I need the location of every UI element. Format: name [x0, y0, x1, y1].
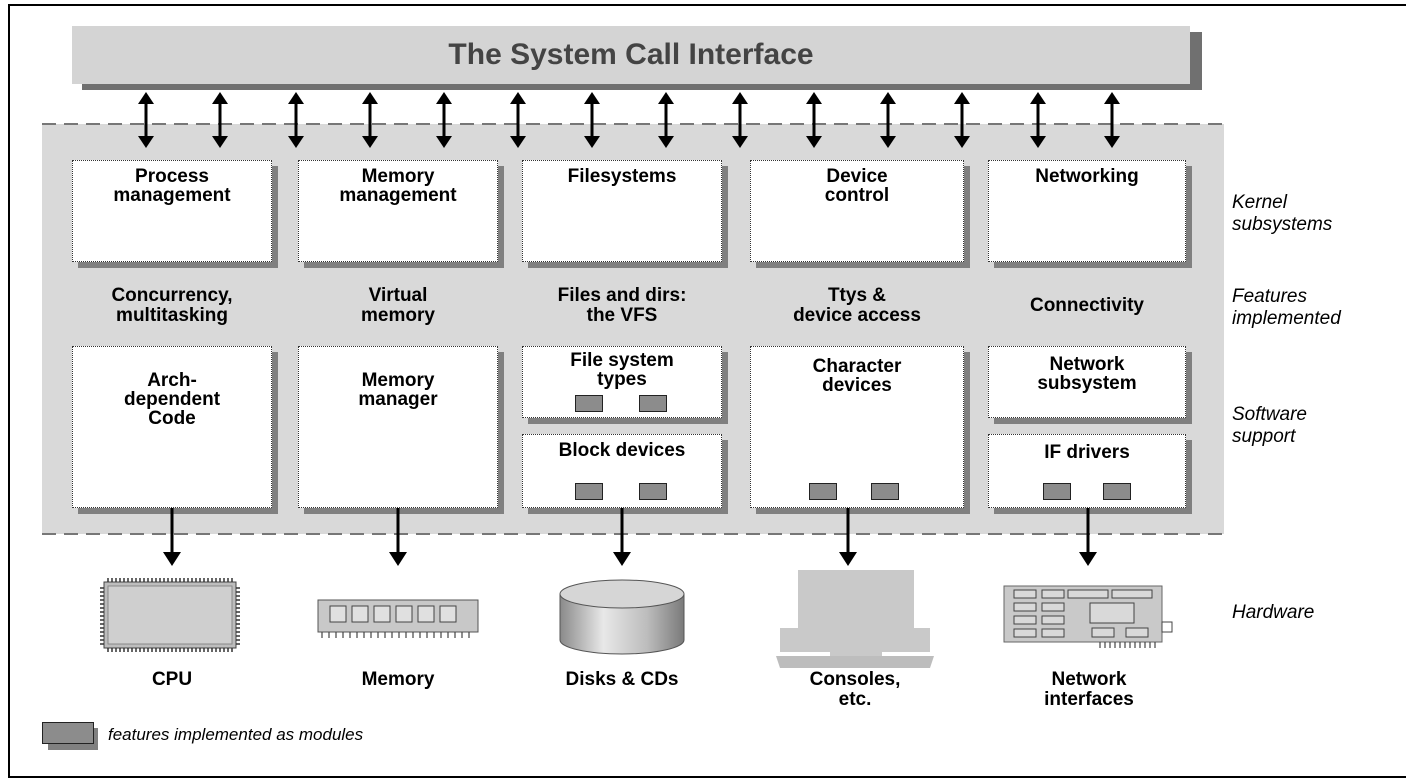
system-call-interface-bar: The System Call Interface	[72, 26, 1190, 84]
double-arrow-icon	[954, 92, 970, 148]
side-label-features: Features implemented	[1232, 286, 1341, 329]
networking-label: Networking	[1035, 166, 1139, 187]
file-system-types-label: File system types	[570, 350, 674, 390]
memory-module-icon	[317, 599, 479, 638]
arch-dependent-code-label: Arch- dependent Code	[123, 370, 221, 429]
feature-connectivity: Connectivity	[1029, 295, 1145, 316]
filesystems-box: Filesystems	[522, 160, 722, 262]
filesystems-label: Filesystems	[567, 166, 677, 187]
character-devices-box: Character devices	[750, 346, 964, 508]
block-devices-box: Block devices	[522, 434, 722, 508]
cpu-icon	[100, 578, 240, 652]
module-icon	[575, 483, 603, 500]
module-icon	[639, 395, 667, 412]
hardware-memory-label: Memory	[361, 669, 435, 690]
double-arrow-icon	[1030, 92, 1046, 148]
module-icon	[1103, 483, 1131, 500]
double-arrow-icon	[436, 92, 452, 148]
feature-ttys: Ttys & device access	[793, 285, 921, 326]
arch-dependent-code-box: Arch- dependent Code	[72, 346, 272, 508]
device-control-label: Device control	[824, 166, 890, 206]
double-arrow-icon	[1104, 92, 1120, 148]
hardware-network-label: Network interfaces	[1044, 669, 1134, 710]
device-control-box: Device control	[750, 160, 964, 262]
double-arrow-icon	[584, 92, 600, 148]
module-icon	[575, 395, 603, 412]
side-label-software: Software support	[1232, 404, 1307, 447]
memory-manager-box: Memory manager	[298, 346, 498, 508]
networking-box: Networking	[988, 160, 1186, 262]
block-devices-label: Block devices	[558, 440, 686, 461]
disk-icon	[559, 579, 685, 655]
process-management-label: Process management	[113, 166, 231, 206]
if-drivers-label: IF drivers	[1044, 442, 1130, 463]
hardware-disks-label: Disks & CDs	[565, 669, 679, 690]
feature-vfs: Files and dirs: the VFS	[557, 285, 687, 326]
double-arrow-icon	[658, 92, 674, 148]
hardware-consoles-label: Consoles, etc.	[809, 669, 901, 710]
network-subsystem-label: Network subsystem	[1037, 354, 1137, 394]
double-arrow-icon	[732, 92, 748, 148]
double-arrow-icon	[138, 92, 154, 148]
double-arrow-icon	[212, 92, 228, 148]
module-icon	[1043, 483, 1071, 500]
double-arrow-icon	[362, 92, 378, 148]
legend-text: features implemented as modules	[108, 725, 364, 744]
memory-management-label: Memory management	[339, 166, 457, 206]
memory-management-box: Memory management	[298, 160, 498, 262]
diagram-frame	[8, 4, 1406, 778]
network-subsystem-box: Network subsystem	[988, 346, 1186, 418]
memory-manager-label: Memory manager	[358, 370, 438, 410]
double-arrow-icon	[510, 92, 526, 148]
if-drivers-box: IF drivers	[988, 434, 1186, 508]
file-system-types-box: File system types	[522, 346, 722, 418]
double-arrow-icon	[288, 92, 304, 148]
process-management-box: Process management	[72, 160, 272, 262]
network-card-icon	[1003, 585, 1173, 648]
feature-concurrency: Concurrency, multitasking	[111, 285, 233, 326]
legend-module-swatch	[42, 722, 94, 744]
side-label-hardware: Hardware	[1232, 602, 1315, 623]
character-devices-label: Character devices	[812, 356, 902, 396]
double-arrow-icon	[806, 92, 822, 148]
module-icon	[639, 483, 667, 500]
side-label-kernel: Kernel subsystems	[1232, 192, 1333, 235]
module-icon	[809, 483, 837, 500]
hardware-cpu-label: CPU	[151, 669, 193, 690]
page-title: The System Call Interface	[448, 38, 814, 71]
double-arrow-icon	[880, 92, 896, 148]
module-icon	[871, 483, 899, 500]
feature-virtual-memory: Virtual memory	[361, 285, 435, 326]
console-icon	[776, 570, 934, 668]
